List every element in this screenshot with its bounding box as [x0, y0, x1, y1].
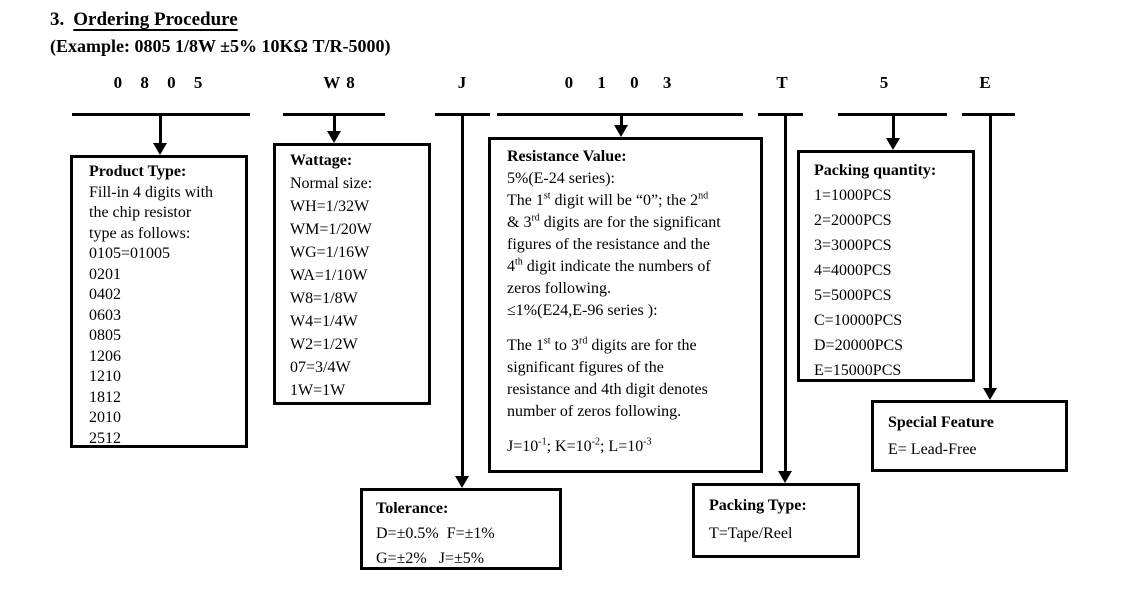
text-line: W4=1/4W	[290, 313, 358, 330]
text-line: The 1st digit will be “0”; the 2nd	[507, 190, 709, 209]
text-line: 2=2000PCS	[814, 212, 892, 229]
text-line: G=±2% J=±5%	[376, 550, 485, 567]
special-feature-box-body: E= Lead-Free	[888, 436, 1059, 463]
text-line: T=Tape/Reel	[709, 525, 793, 542]
section-title: Ordering Procedure	[73, 9, 238, 30]
special-feature-box: Special Feature E= Lead-Free	[871, 400, 1068, 472]
section-number: 3.	[50, 9, 65, 30]
code-resistance-value: 0 1 0 3	[564, 73, 672, 92]
packing-type-box: Packing Type: T=Tape/Reel	[692, 483, 860, 558]
text-line: 1W=1W	[290, 382, 346, 399]
text-line: 0603	[89, 306, 121, 324]
text-line: 2010	[89, 409, 121, 426]
tolerance-box: Tolerance: D=±0.5% F=±1% G=±2% J=±5%	[360, 488, 562, 570]
resistance-value-box: Resistance Value: 5%(E-24 series): The 1s…	[488, 137, 763, 473]
product-type-box: Product Type: Fill-in 4 digits with the c…	[70, 155, 248, 448]
product-type-box-body: Fill-in 4 digits with the chip resistor ty…	[89, 183, 237, 450]
underline-special-feature	[962, 113, 1015, 116]
text-line: 2512	[89, 429, 121, 447]
connector-tolerance	[461, 113, 464, 476]
text-line: 3=3000PCS	[814, 237, 892, 254]
example-line: (Example: 0805 1/8W ±5% 10KΩ T/R-5000)	[50, 36, 391, 56]
text-line: Fill-in 4 digits with	[89, 183, 214, 201]
text-line: 0105=01005	[89, 245, 171, 262]
connector-wattage	[333, 113, 336, 131]
text-line: 0402	[89, 286, 121, 303]
text-line: number of zeros following.	[507, 403, 682, 420]
resistance-value-box-body: 5%(E-24 series): The 1st digit will be “0…	[507, 168, 756, 458]
text-line: Normal size:	[290, 175, 373, 192]
arrowhead-packing-type	[778, 471, 792, 483]
resistance-value-box-title: Resistance Value:	[507, 148, 627, 165]
code-wattage: W 8	[323, 73, 355, 92]
text-line: 1=1000PCS	[814, 187, 892, 204]
text-line: & 3rd digits are for the significant	[507, 212, 721, 231]
product-type-box-title: Product Type:	[89, 163, 187, 180]
arrowhead-resistance-value	[614, 125, 628, 137]
arrowhead-packing-quantity	[886, 138, 900, 150]
text-line: ≤1%(E24,E-96 series ):	[507, 302, 658, 319]
connector-resistance-value	[620, 113, 623, 125]
text-line: D=20000PCS	[814, 337, 904, 354]
tolerance-box-title: Tolerance:	[376, 500, 449, 517]
text-line: WG=1/16W	[290, 244, 370, 261]
connector-special-feature	[989, 113, 992, 388]
text-line: J=10-1; K=10-2; L=10-3	[507, 436, 652, 455]
arrowhead-wattage	[327, 131, 341, 143]
text-line: 5%(E-24 series):	[507, 170, 615, 187]
arrowhead-special-feature	[983, 388, 997, 400]
code-packing-quantity: 5	[879, 73, 889, 92]
text-line: C=10000PCS	[814, 312, 903, 329]
special-feature-box-title: Special Feature	[888, 414, 994, 431]
connector-product-type	[159, 113, 162, 143]
text-line: 0201	[89, 265, 121, 283]
text-line: 1206	[89, 347, 121, 365]
text-line: W8=1/8W	[290, 290, 358, 307]
text-line: WA=1/10W	[290, 267, 368, 284]
packing-quantity-box-title: Packing quantity:	[814, 162, 937, 179]
connector-packing-quantity	[892, 113, 895, 138]
text-line: D=±0.5% F=±1%	[376, 525, 495, 542]
code-product-type: 0 8 0 5	[113, 73, 203, 92]
wattage-box-body: Normal size: WH=1/32W WM=1/20W WG=1/16W WA=1…	[290, 172, 422, 402]
text-line: WM=1/20W	[290, 221, 372, 238]
text-line: figures of the resistance and the	[507, 236, 711, 253]
text-line: 07=3/4W	[290, 359, 351, 376]
text-line: WH=1/32W	[290, 198, 370, 215]
text-line: type as follows:	[89, 224, 191, 242]
text-line: significant figures of the	[507, 359, 664, 376]
packing-quantity-box: Packing quantity: 1=1000PCS 2=2000PCS 3=30…	[797, 150, 975, 382]
text-line: 1812	[89, 388, 121, 406]
text-line: E= Lead-Free	[888, 441, 977, 458]
arrowhead-product-type	[153, 143, 167, 155]
section-heading: 3. Ordering Procedure	[50, 9, 238, 31]
connector-packing-type	[784, 113, 787, 471]
packing-quantity-box-body: 1=1000PCS 2=2000PCS 3=3000PCS 4=4000PCS 5=50…	[814, 183, 966, 383]
underline-packing-type	[758, 113, 803, 116]
text-line: resistance and 4th digit denotes	[507, 381, 708, 398]
text-line: 1210	[89, 368, 121, 385]
text-line	[507, 423, 756, 436]
text-line: The 1st to 3rd digits are for the	[507, 335, 697, 354]
tolerance-box-body: D=±0.5% F=±1% G=±2% J=±5%	[376, 521, 553, 571]
text-line: 4=4000PCS	[814, 262, 892, 279]
arrowhead-tolerance	[455, 476, 469, 488]
text-line: zeros following.	[507, 280, 611, 297]
text-line	[507, 322, 756, 335]
text-line: E=15000PCS	[814, 362, 902, 379]
text-line: W2=1/2W	[290, 336, 358, 353]
text-line: 0805	[89, 327, 121, 344]
packing-type-box-body: T=Tape/Reel	[709, 520, 851, 548]
wattage-box-title: Wattage:	[290, 152, 353, 169]
text-line: 4th digit indicate the numbers of	[507, 256, 711, 275]
code-packing-type: T	[776, 73, 788, 92]
packing-type-box-title: Packing Type:	[709, 497, 807, 514]
text-line: 5=5000PCS	[814, 287, 892, 304]
code-tolerance: J	[457, 73, 467, 92]
code-special-feature: E	[979, 73, 991, 92]
text-line: the chip resistor	[89, 204, 192, 221]
wattage-box: Wattage: Normal size: WH=1/32W WM=1/20W WG=…	[273, 143, 431, 405]
